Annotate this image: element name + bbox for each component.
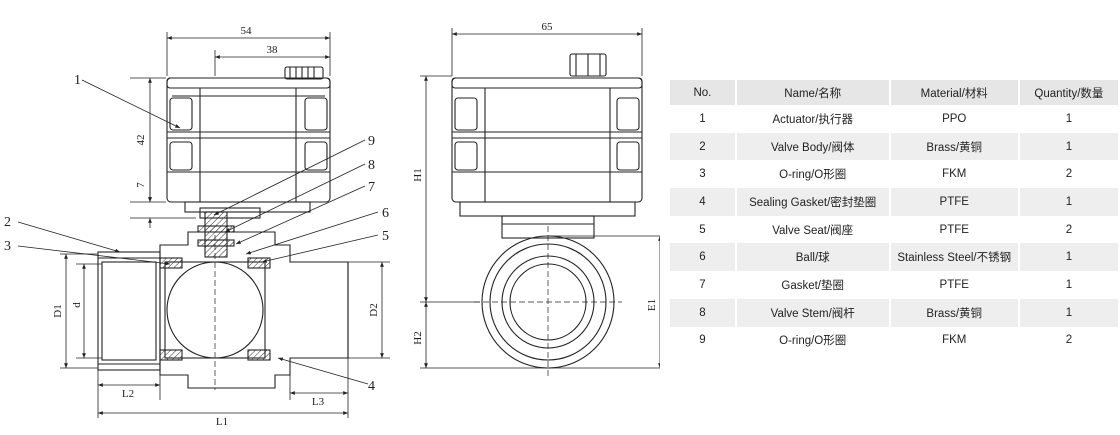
callout-7: 7	[368, 180, 375, 195]
callout-1: 1	[74, 73, 81, 88]
header-quantity: Quantity/数量	[1019, 80, 1118, 105]
dim-54	[166, 32, 331, 76]
cell-no: 6	[670, 243, 735, 272]
callout-4: 4	[368, 379, 375, 394]
dim-label-65: 65	[542, 21, 554, 33]
table-header-row: No. Name/名称 Material/材料 Quantity/数量	[670, 80, 1118, 105]
actuator-front	[166, 66, 331, 219]
cell-material: FKM	[890, 160, 1018, 189]
cell-no: 7	[670, 271, 735, 299]
dim-38	[214, 50, 330, 76]
cell-no: 4	[670, 188, 735, 216]
callout-3: 3	[4, 239, 11, 254]
dim-label-L1: L1	[216, 416, 228, 428]
dim-label-d: d	[71, 302, 83, 308]
cell-quantity: 1	[1019, 132, 1118, 161]
header-material: Material/材料	[890, 80, 1018, 105]
valve-body-side	[474, 226, 622, 378]
dim-L	[97, 358, 349, 418]
cell-quantity: 2	[1019, 160, 1118, 189]
cell-no: 8	[670, 298, 735, 327]
dim-label-H2: H2	[412, 331, 424, 344]
cell-material: PTFE	[890, 215, 1018, 244]
dim-label-42: 42	[135, 135, 147, 146]
cell-quantity: 2	[1019, 215, 1118, 244]
cell-name: O-ring/O形圈	[736, 160, 889, 189]
dim-label-H1: H1	[412, 168, 424, 181]
cell-name: O-ring/O形圈	[736, 326, 889, 355]
dim-label-38: 38	[267, 44, 279, 56]
cell-no: 1	[670, 105, 735, 133]
callout-5: 5	[382, 229, 389, 244]
cell-quantity: 1	[1019, 188, 1118, 216]
cell-material: PPO	[890, 105, 1018, 133]
dim-label-D1: D1	[52, 304, 64, 317]
dim-H1-H2	[420, 75, 548, 369]
cell-quantity: 1	[1019, 298, 1118, 327]
header-name: Name/名称	[736, 80, 889, 105]
valve-technical-drawing: 54 38 42 7 D1 d D2 L1 L2 L3 1 2 3 4 5 6 …	[4, 21, 660, 428]
dim-65	[451, 28, 643, 76]
cell-no: 3	[670, 160, 735, 189]
cell-quantity: 2	[1019, 326, 1118, 355]
cell-no: 2	[670, 132, 735, 161]
callout-2: 2	[4, 215, 11, 230]
actuator-side	[451, 53, 643, 239]
callout-9: 9	[368, 134, 375, 149]
cell-no: 5	[670, 215, 735, 244]
cell-material: Brass/黄铜	[890, 132, 1018, 161]
cell-name: Ball/球	[736, 243, 889, 272]
dim-D2	[348, 261, 390, 359]
dim-E1	[548, 235, 660, 369]
valve-body-front	[97, 211, 349, 390]
cell-material: PTFE	[890, 188, 1018, 216]
dim-label-L3: L3	[312, 396, 325, 408]
callout-6: 6	[382, 206, 389, 221]
cell-quantity: 1	[1019, 243, 1118, 272]
callout-8: 8	[368, 158, 375, 173]
dim-label-54: 54	[241, 25, 253, 37]
cell-name: Valve Body/阀体	[736, 132, 889, 161]
header-no: No.	[670, 80, 735, 105]
cell-quantity: 1	[1019, 271, 1118, 299]
cell-quantity: 1	[1019, 105, 1118, 133]
cell-material: FKM	[890, 326, 1018, 355]
cell-name: Sealing Gasket/密封垫圈	[736, 188, 889, 216]
cell-no: 9	[670, 326, 735, 355]
dim-label-7: 7	[135, 182, 147, 188]
cell-name: Valve Seat/阀座	[736, 215, 889, 244]
cell-material: Stainless Steel/不锈钢	[890, 243, 1018, 272]
cell-name: Gasket/垫圈	[736, 271, 889, 299]
cell-name: Valve Stem/阀杆	[736, 298, 889, 327]
side-view	[420, 28, 660, 378]
dim-label-E1: E1	[646, 299, 658, 311]
dim-label-D2: D2	[368, 303, 380, 316]
dim-7	[130, 170, 196, 228]
front-view	[17, 32, 390, 418]
cell-material: PTFE	[890, 271, 1018, 299]
cell-material: Brass/黄铜	[890, 298, 1018, 327]
dim-D1-d	[60, 253, 102, 369]
cell-name: Actuator/执行器	[736, 105, 889, 133]
dim-label-L2: L2	[122, 388, 134, 400]
callout-leaders	[17, 79, 379, 385]
